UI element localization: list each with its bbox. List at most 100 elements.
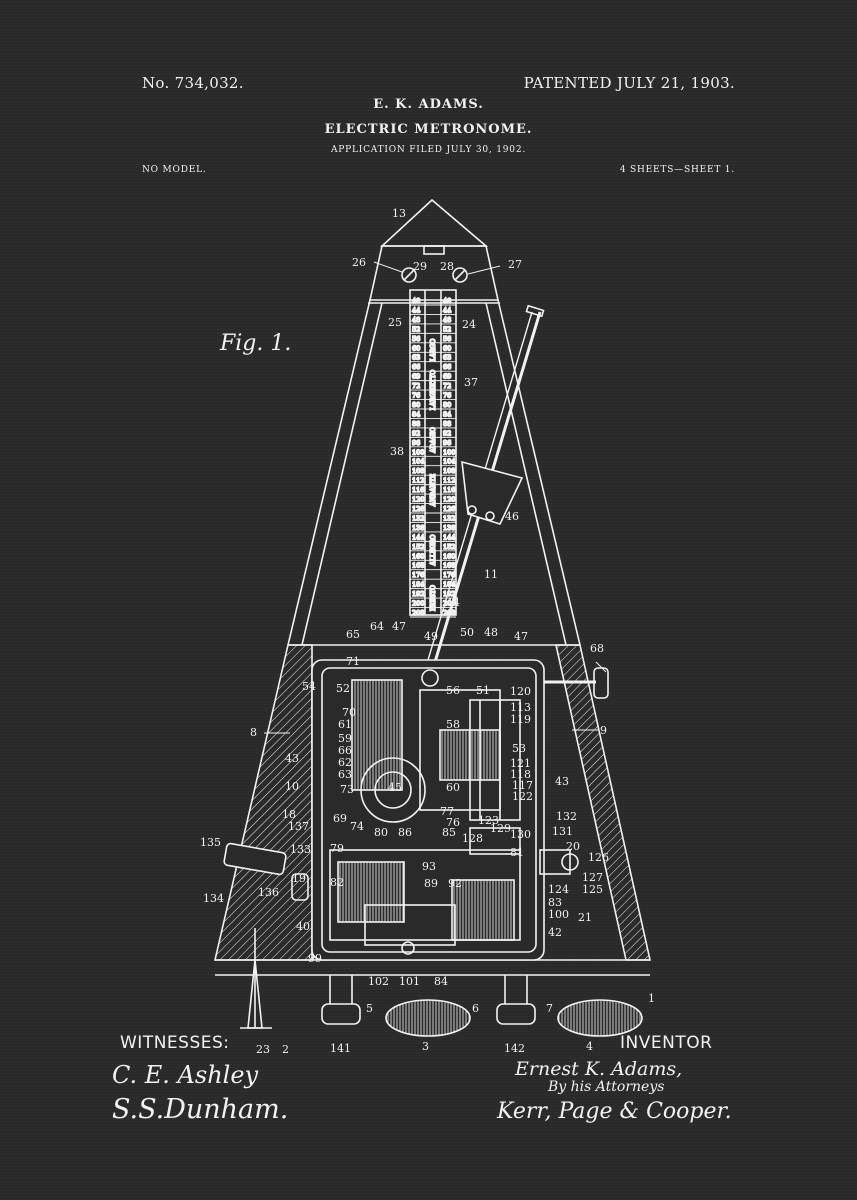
- right-wall-inner: [485, 302, 567, 646]
- scale-mark-left: 168: [412, 562, 424, 570]
- filing-date: APPLICATION FILED JULY 30, 1902.: [330, 145, 527, 155]
- ref-numeral-a81: 81: [510, 846, 524, 859]
- scale-mark-right: 60: [443, 344, 451, 352]
- figure-label: Fig. 1.: [220, 331, 292, 356]
- ref-numeral-a79: 79: [330, 842, 344, 855]
- ref-numeral-a117: 117: [512, 779, 533, 792]
- ref-numeral-a127: 127: [582, 871, 603, 884]
- ref-numeral-a80: 80: [374, 826, 388, 839]
- ref-numeral-bracket2: 137: [288, 820, 309, 833]
- ref-numeral-a130: 130: [510, 828, 531, 841]
- ref-numeral-a21: 21: [578, 911, 592, 924]
- ref-numeral-a2: 2: [282, 1043, 289, 1056]
- scale-mark-right: 104: [443, 458, 455, 466]
- ref-numeral-body_left: 43: [285, 752, 299, 765]
- ref-numeral-a129: 129: [490, 822, 511, 835]
- ref-numeral-a51: 51: [476, 684, 490, 697]
- ref-numeral-rod: 11: [484, 568, 498, 581]
- tempo-word: ALLEGRO: [430, 534, 437, 566]
- scale-mark-left: 116: [412, 486, 424, 494]
- scale-mark-right: 72: [443, 382, 451, 390]
- scale-mark-left: 184: [412, 581, 424, 589]
- scale-mark-right: 84: [443, 410, 451, 418]
- tempo-word: ANDANTE: [430, 474, 437, 507]
- model-note: NO MODEL.: [142, 165, 207, 175]
- ref-numeral-screw_left: 26: [352, 256, 366, 269]
- scale-mark-left: 100: [412, 448, 424, 456]
- scale-mark-right: 96: [443, 439, 451, 447]
- ref-numeral-a71: 71: [346, 655, 360, 668]
- screw-right: [452, 267, 468, 283]
- scale-mark-left: 208: [412, 609, 424, 617]
- scale-mark-left: 56: [412, 335, 420, 343]
- ref-numeral-a113: 113: [510, 701, 531, 714]
- ref-numeral-a125: 125: [582, 883, 603, 896]
- scale-mark-right: 200: [443, 600, 455, 608]
- ref-numeral-a74: 74: [350, 820, 364, 833]
- ref-numeral-a102: 102: [368, 975, 389, 988]
- ref-numeral-a47b: 47: [514, 630, 528, 643]
- scale-mark-left: 69: [412, 373, 420, 381]
- ref-numeral-top_left: 25: [388, 316, 402, 329]
- scale-mark-left: 48: [412, 316, 420, 324]
- scale-mark-right: 63: [443, 354, 451, 362]
- ref-numeral-a126: 126: [588, 851, 609, 864]
- scale-mark-left: 126: [412, 505, 424, 513]
- ref-numeral-a6: 6: [472, 1002, 479, 1015]
- ref-numeral-a89: 89: [424, 877, 438, 890]
- ref-numeral-scale_left: 38: [390, 445, 404, 458]
- tempo-word: LARGO: [430, 339, 437, 362]
- ref-numeral-a92: 92: [448, 877, 462, 890]
- ref-numeral-a61: 61: [338, 718, 352, 731]
- tempo-word: ADAGIO: [430, 427, 437, 454]
- scale-mark-left: 66: [412, 363, 420, 371]
- scale-mark-right: 132: [443, 514, 455, 522]
- electromagnet: [360, 757, 426, 823]
- ref-numeral-a49: 49: [424, 630, 438, 643]
- scale-mark-left: 160: [412, 552, 424, 560]
- ref-numeral-a101: 101: [399, 975, 420, 988]
- patent-number: No. 734,032.: [142, 74, 244, 92]
- ref-numeral-a47a: 47: [392, 620, 406, 633]
- scale-mark-left: 80: [412, 401, 420, 409]
- scale-mark-right: 112: [443, 477, 455, 485]
- scale-mark-left: 76: [412, 392, 420, 400]
- scale-mark-left: 104: [412, 458, 424, 466]
- inventor-signature: Ernest K. Adams,: [515, 1058, 683, 1080]
- scale-mark-right: 176: [443, 571, 455, 579]
- ref-numeral-a66: 66: [338, 744, 352, 757]
- ref-numeral-a84: 84: [434, 975, 448, 988]
- ref-numeral-a59: 59: [338, 732, 352, 745]
- ref-numeral-a45: 45: [388, 781, 402, 794]
- scale-mark-right: 120: [443, 496, 455, 504]
- witnesses-label: WITNESSES:: [120, 1033, 230, 1053]
- ref-numeral-a7: 7: [546, 1002, 553, 1015]
- ref-numeral-a85: 85: [442, 826, 456, 839]
- scale-mark-right: 56: [443, 335, 451, 343]
- witness-signature-1: C. E. Ashley: [112, 1061, 259, 1089]
- scale-mark-left: 92: [412, 429, 420, 437]
- ref-numeral-a52: 52: [336, 682, 350, 695]
- ref-numeral-a120: 120: [510, 685, 531, 698]
- scale-mark-left: 138: [412, 524, 424, 532]
- scale-mark-right: 44: [443, 306, 451, 314]
- scale-mark-left: 112: [412, 477, 424, 485]
- side-knob: [593, 667, 609, 699]
- left-wall-inner: [301, 302, 383, 646]
- ref-numeral-a58: 58: [446, 718, 460, 731]
- scale-mark-right: 160: [443, 552, 455, 560]
- witness-signature-2: S.S.Dunham.: [112, 1094, 289, 1125]
- scale-mark-right: 108: [443, 467, 455, 475]
- scale-mark-right: 144: [443, 533, 455, 541]
- ref-numeral-knob: 68: [590, 642, 604, 655]
- sheet-number: 4 SHEETS—SHEET 1.: [619, 165, 735, 175]
- ref-numeral-a121: 121: [510, 757, 531, 770]
- scale-mark-left: 84: [412, 410, 420, 418]
- roller-right: [557, 999, 643, 1037]
- scale-column: [409, 289, 457, 616]
- ref-numeral-a70: 70: [342, 706, 356, 719]
- ref-numeral-a77: 77: [440, 805, 454, 818]
- ref-numeral-a73: 73: [340, 783, 354, 796]
- scale-mark-right: 92: [443, 429, 451, 437]
